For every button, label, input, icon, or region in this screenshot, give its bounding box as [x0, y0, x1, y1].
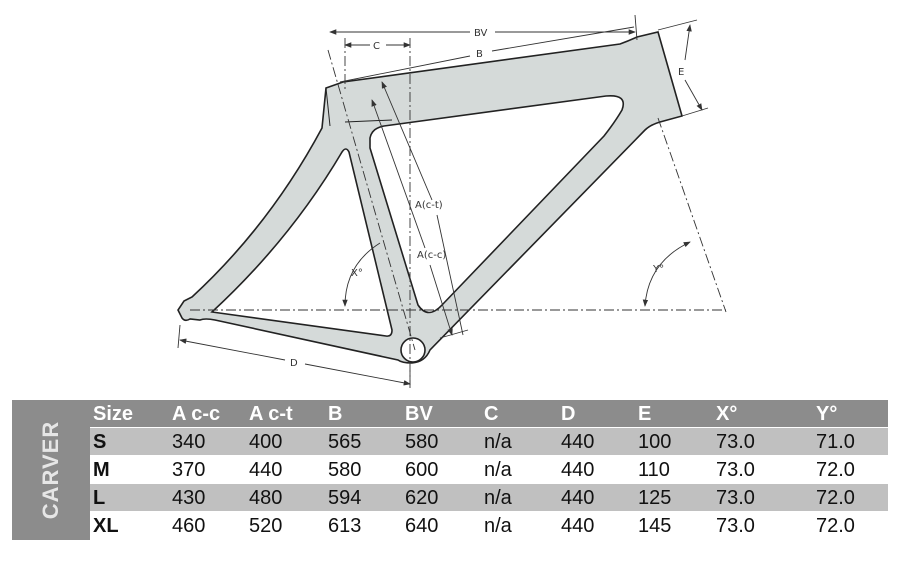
column-header: C — [484, 403, 499, 425]
table-cell: 110 — [638, 459, 670, 481]
table-cell: 400 — [249, 431, 283, 453]
table-cell: 370 — [172, 459, 206, 481]
table-cell: n/a — [484, 487, 512, 509]
column-header: X° — [716, 403, 738, 425]
table-cell: n/a — [484, 459, 512, 481]
table-cell: 613 — [328, 515, 362, 537]
column-header: BV — [405, 403, 433, 425]
table-cell: n/a — [484, 515, 512, 537]
label-b: B — [476, 49, 483, 60]
table-cell: 100 — [638, 431, 672, 453]
column-header: D — [561, 403, 576, 425]
table-cell: 640 — [405, 515, 439, 537]
brand-column: CARVER — [12, 400, 90, 540]
table-cell: 594 — [328, 487, 362, 509]
table-cell: 440 — [561, 431, 595, 453]
column-header: A c-t — [249, 403, 293, 425]
table-row: S 340 400 565 580 n/a 440 100 73.0 71.0 — [90, 428, 888, 455]
table-cell: 580 — [328, 459, 362, 481]
label-x-angle: X° — [351, 268, 363, 279]
label-a-ct: A(c-t) — [415, 200, 443, 211]
label-bv: BV — [474, 28, 488, 39]
head-tube-axis — [657, 117, 727, 313]
frame-geometry-diagram: BV B C E A(c-t) A(c-c) X° Y° D — [177, 14, 727, 388]
column-header: Y° — [816, 403, 838, 425]
table-cell: 72.0 — [816, 487, 855, 509]
label-y-angle: Y° — [652, 264, 664, 275]
table-cell: 480 — [249, 487, 283, 509]
seat-tube-axis — [327, 49, 416, 351]
size-cell: M — [93, 459, 110, 481]
column-header: A c-c — [172, 403, 221, 425]
table-cell: 520 — [249, 515, 283, 537]
table-cell: 73.0 — [716, 459, 755, 481]
table-cell: 73.0 — [716, 487, 755, 509]
table-cell: 620 — [405, 487, 439, 509]
table-cell: 145 — [638, 515, 672, 537]
label-e: E — [678, 67, 684, 78]
table-cell: 72.0 — [816, 515, 855, 537]
table-cell: 580 — [405, 431, 439, 453]
table-cell: 340 — [172, 431, 206, 453]
column-header: E — [638, 403, 652, 425]
table-row: M 370 440 580 600 n/a 440 110 73.0 72.0 — [90, 456, 888, 483]
table-header-row: Size A c-c A c-t B BV C D E X° Y° — [90, 400, 888, 427]
table-row: XL 460 520 613 640 n/a 440 145 73.0 72.0 — [90, 512, 888, 539]
table-cell: n/a — [484, 431, 512, 453]
column-header: Size — [93, 403, 134, 425]
label-a-cc: A(c-c) — [417, 250, 446, 261]
size-cell: L — [93, 487, 106, 509]
table-cell: 440 — [561, 487, 595, 509]
table-cell: 72.0 — [816, 459, 855, 481]
table-cell: 565 — [328, 431, 362, 453]
table-cell: 440 — [561, 459, 595, 481]
size-cell: XL — [93, 515, 119, 537]
bottom-bracket — [400, 337, 426, 363]
table-row: L 430 480 594 620 n/a 440 125 73.0 72.0 — [90, 484, 888, 511]
geometry-table: CARVER Size A c-c A c-t B BV C D E X° Y° S 340 400 56… — [12, 400, 888, 540]
table-cell: 73.0 — [716, 431, 755, 453]
table-cell: 71.0 — [816, 431, 855, 453]
table-cell: 430 — [172, 487, 206, 509]
table-cell: 600 — [405, 459, 439, 481]
table-cell: 125 — [638, 487, 672, 509]
brand-label: CARVER — [38, 420, 63, 520]
label-c: C — [373, 41, 380, 52]
label-d: D — [290, 358, 298, 369]
size-cell: S — [93, 431, 107, 453]
table-cell: 440 — [249, 459, 283, 481]
table-cell: 73.0 — [716, 515, 755, 537]
bike-frame — [177, 31, 683, 364]
table-cell: 460 — [172, 515, 206, 537]
column-header: B — [328, 403, 343, 425]
table-cell: 440 — [561, 515, 595, 537]
